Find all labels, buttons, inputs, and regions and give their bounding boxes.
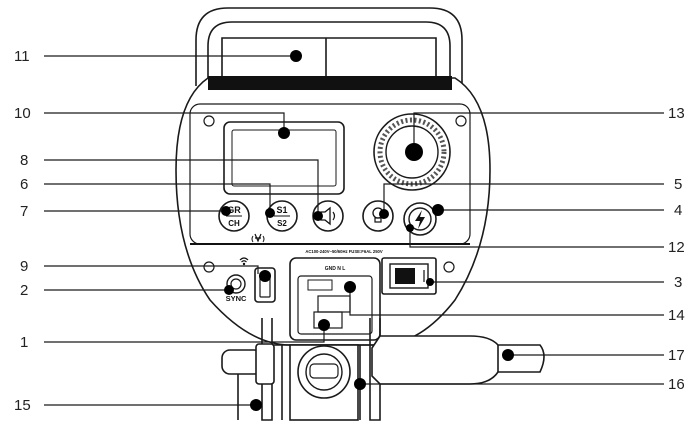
callout-dots bbox=[221, 50, 514, 411]
callout-5: 5 bbox=[674, 176, 682, 193]
callout-16: 16 bbox=[668, 376, 685, 393]
callout-15: 15 bbox=[14, 397, 31, 414]
clamp-knob[interactable] bbox=[221, 343, 275, 420]
sync-label: SYNC bbox=[226, 294, 247, 303]
tilt-handle[interactable] bbox=[371, 335, 545, 385]
ch-label: CH bbox=[228, 219, 240, 228]
leader-lines bbox=[44, 55, 664, 406]
callout-10: 10 bbox=[14, 105, 31, 122]
socket-label: GND N L bbox=[325, 266, 346, 272]
s1-s2-button[interactable]: S1 S2 bbox=[266, 200, 298, 232]
umbrella-hole bbox=[297, 345, 351, 399]
callout-9: 9 bbox=[20, 258, 28, 275]
callout-11: 11 bbox=[14, 48, 30, 65]
gr-ch-button[interactable]: GR CH bbox=[218, 200, 250, 232]
callout-3: 3 bbox=[674, 274, 682, 291]
callout-14: 14 bbox=[668, 307, 685, 324]
power-rating-label: AC100-240V~50/60Hz FUSE:F6AL 250V bbox=[305, 249, 383, 254]
screw-icon bbox=[203, 115, 215, 127]
callout-numbers: 11 10 8 6 7 9 2 1 15 13 5 4 12 3 14 17 1… bbox=[14, 48, 685, 414]
top-band bbox=[208, 76, 452, 90]
callout-12: 12 bbox=[668, 239, 685, 256]
callout-2: 2 bbox=[20, 282, 28, 299]
power-switch[interactable] bbox=[381, 257, 437, 295]
callout-4: 4 bbox=[674, 202, 682, 219]
lightning-icon bbox=[415, 210, 425, 229]
screw-icon bbox=[203, 261, 215, 273]
callout-13: 13 bbox=[668, 105, 685, 122]
callout-1: 1 bbox=[20, 334, 28, 351]
s2-label: S2 bbox=[277, 219, 287, 228]
wifi-icon bbox=[239, 257, 249, 263]
wireless-icon bbox=[251, 233, 265, 243]
modeling-lamp-button[interactable] bbox=[362, 200, 394, 232]
screw-icon bbox=[455, 115, 467, 127]
power-socket[interactable]: GND N L bbox=[289, 257, 381, 341]
callout-17: 17 bbox=[668, 347, 685, 364]
callout-8: 8 bbox=[20, 152, 28, 169]
callout-7: 7 bbox=[20, 203, 28, 220]
screw-icon bbox=[443, 261, 455, 273]
s1-label: S1 bbox=[276, 205, 287, 215]
top-handle bbox=[195, 7, 463, 86]
callout-6: 6 bbox=[20, 176, 28, 193]
gr-label: GR bbox=[227, 205, 241, 215]
